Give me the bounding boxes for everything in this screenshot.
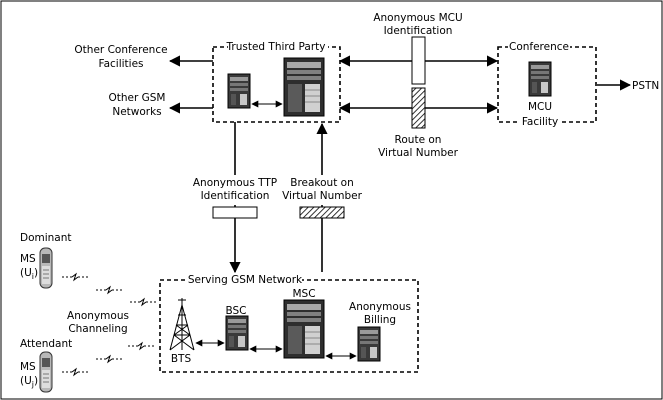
conference-title-bg xyxy=(508,41,570,53)
ui-label: (Ui) xyxy=(20,267,38,281)
server-icon xyxy=(528,61,552,97)
anon-ttp-token xyxy=(212,206,258,219)
mcu-label: MCU xyxy=(528,101,552,113)
attendant-label: Attendant xyxy=(20,338,72,350)
route-virtual-token xyxy=(411,87,426,129)
mobile-phone-icon xyxy=(39,351,53,393)
anon-mcu-token xyxy=(411,36,426,85)
dominant-label: Dominant xyxy=(20,232,72,244)
msc-label: MSC xyxy=(292,288,315,300)
facility-bg xyxy=(520,117,560,127)
channeling-label-2: Channeling xyxy=(68,323,127,335)
route-label-2: Virtual Number xyxy=(378,147,459,159)
radio-link-icon xyxy=(129,298,157,306)
serving-gsm-title: Serving GSM Network xyxy=(188,274,303,286)
breakout-token xyxy=(299,206,345,219)
radio-link-icon xyxy=(95,355,123,363)
breakout-bg xyxy=(284,175,360,205)
bts-label: BTS xyxy=(171,353,192,365)
breakout-label-2: Virtual Number xyxy=(282,190,363,202)
server-icon xyxy=(227,73,251,109)
server-icon xyxy=(283,299,325,359)
facility-label: Facility xyxy=(522,116,558,128)
server-icon xyxy=(357,326,381,362)
other-gsm-label-1: Other GSM xyxy=(108,92,165,104)
uj-label: (Uj) xyxy=(20,375,38,389)
antenna-tower-icon xyxy=(169,298,195,351)
billing-label-1: Anonymous xyxy=(349,301,411,313)
anon-mcu-label-2: Identification xyxy=(384,25,453,37)
server-icon xyxy=(225,315,249,351)
conference-title: Conference xyxy=(509,41,569,53)
radio-link-icon xyxy=(95,286,123,294)
other-gsm-label-2: Networks xyxy=(112,106,161,118)
serving-gsm-title-bg xyxy=(188,274,302,286)
ms-label-1: MS xyxy=(20,253,36,265)
anon-ttp-bg xyxy=(192,175,278,205)
radio-link-icon xyxy=(61,368,89,376)
server-icon xyxy=(283,57,325,117)
mobile-phone-icon xyxy=(39,247,53,289)
channeling-label-1: Anonymous xyxy=(67,310,129,322)
pstn-label: PSTN xyxy=(632,80,659,92)
ttp-title-bg xyxy=(228,41,328,53)
anon-ttp-label-1: Anonymous TTP xyxy=(193,177,277,189)
ms-label-2: MS xyxy=(20,361,36,373)
bsc-label: BSC xyxy=(225,305,246,317)
anon-ttp-label-2: Identification xyxy=(201,190,270,202)
breakout-label-1: Breakout on xyxy=(290,177,354,189)
ttp-title: Trusted Third Party xyxy=(226,41,326,53)
radio-link-icon xyxy=(127,342,155,350)
route-label-1: Route on xyxy=(395,134,442,146)
anon-mcu-label-1: Anonymous MCU xyxy=(373,12,462,24)
radio-link-icon xyxy=(61,273,89,281)
billing-label-2: Billing xyxy=(364,314,396,326)
other-conference-label-2: Facilities xyxy=(99,58,144,70)
other-conference-label-1: Other Conference xyxy=(74,44,167,56)
